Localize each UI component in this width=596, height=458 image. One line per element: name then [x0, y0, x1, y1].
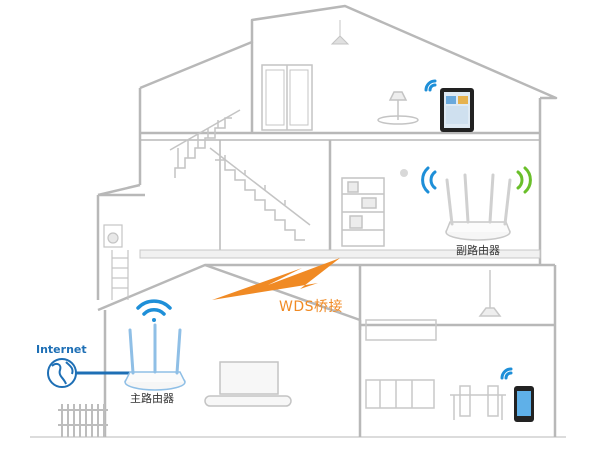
staircase	[169, 109, 311, 241]
bookshelf	[341, 177, 385, 247]
wifi-icon	[136, 299, 172, 322]
lightning-icon	[212, 258, 340, 300]
wifi-icon	[424, 79, 437, 92]
main-router-label: 主路由器	[130, 392, 174, 405]
tablet-icon	[440, 88, 474, 132]
kitchen	[365, 270, 506, 420]
ceiling-lamp-top	[330, 20, 350, 45]
wall-dot	[400, 169, 408, 177]
router-icon	[445, 173, 512, 241]
side-table	[377, 91, 419, 125]
globe-icon	[47, 358, 77, 388]
sub-router-label: 副路由器	[456, 244, 500, 257]
router-icon	[124, 323, 186, 391]
wifi-icon	[500, 367, 513, 380]
annex-decor	[103, 224, 129, 300]
wds-bridge-label: WDS桥接	[279, 299, 344, 315]
wifi-icon	[421, 166, 532, 194]
wardrobe	[261, 64, 313, 131]
internet-label: Internet	[36, 343, 87, 356]
phone-icon	[514, 386, 534, 422]
tv	[204, 361, 292, 407]
fence	[58, 404, 108, 437]
house-outline	[96, 4, 558, 437]
